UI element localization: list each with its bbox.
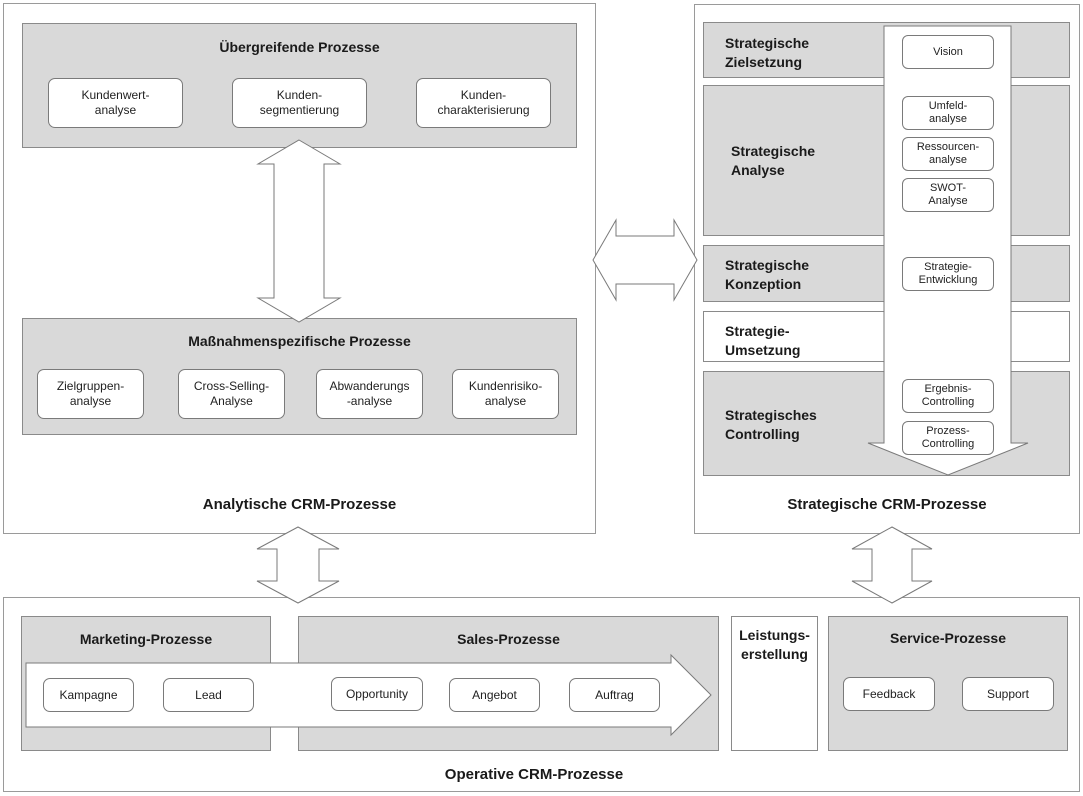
stage-konzeption-label: Strategische Konzeption (725, 257, 810, 292)
stage-umsetzung-label: Strategie- Umsetzung (725, 323, 801, 358)
double-arrow-icon (256, 139, 342, 323)
process-box-kundenwertanalyse: Kundenwert- analyse (48, 78, 183, 128)
double-arrow-icon (851, 526, 933, 604)
step-ressourcenanalyse: Ressourcen- analyse (902, 137, 994, 171)
strategic-crm-title: Strategische CRM-Prozesse (787, 496, 987, 513)
leistung-panel: Leistungs- erstellung (731, 616, 818, 751)
operative-crm-title: Operative CRM-Prozesse (444, 766, 624, 783)
stage-analyse-label: Strategische Analyse (731, 143, 816, 178)
process-box-feedback: Feedback (843, 677, 935, 711)
cross-process-title: Übergreifende Prozesse (219, 39, 380, 55)
leistung-title: Leistungs- erstellung (739, 627, 810, 662)
process-box-lead: Lead (163, 678, 254, 712)
process-box-kundencharakterisierung: Kunden- charakterisierung (416, 78, 551, 128)
process-box-kundenrisikoanalyse: Kundenrisiko- analyse (452, 369, 559, 419)
step-vision: Vision (902, 35, 994, 69)
service-title: Service-Prozesse (890, 630, 1006, 646)
step-prozess-controlling: Prozess- Controlling (902, 421, 994, 455)
step-strategie-entwicklung: Strategie- Entwicklung (902, 257, 994, 291)
process-box-opportunity: Opportunity (331, 677, 423, 711)
sales-title: Sales-Prozesse (457, 631, 560, 647)
marketing-title: Marketing-Prozesse (79, 631, 213, 647)
stage-controlling-label: Strategisches Controlling (725, 407, 817, 442)
process-box-angebot: Angebot (449, 678, 540, 712)
step-ergebnis-controlling: Ergebnis- Controlling (902, 379, 994, 413)
process-box-cross-selling: Cross-Selling- Analyse (178, 369, 285, 419)
process-box-auftrag: Auftrag (569, 678, 660, 712)
step-umfeldanalyse: Umfeld- analyse (902, 96, 994, 130)
double-arrow-icon (256, 526, 340, 604)
process-box-zielgruppenanalyse: Zielgruppen- analyse (37, 369, 144, 419)
analytic-crm-title: Analytische CRM-Prozesse (202, 496, 397, 513)
process-box-kampagne: Kampagne (43, 678, 134, 712)
step-swot-analyse: SWOT- Analyse (902, 178, 994, 212)
measure-process-title: Maßnahmenspezifische Prozesse (188, 333, 411, 349)
double-arrow-icon (592, 218, 698, 302)
process-box-support: Support (962, 677, 1054, 711)
process-box-abwanderungsanalyse: Abwanderungs -analyse (316, 369, 423, 419)
stage-zielsetzung-label: Strategische Zielsetzung (725, 35, 810, 70)
process-box-kundensegmentierung: Kunden- segmentierung (232, 78, 367, 128)
